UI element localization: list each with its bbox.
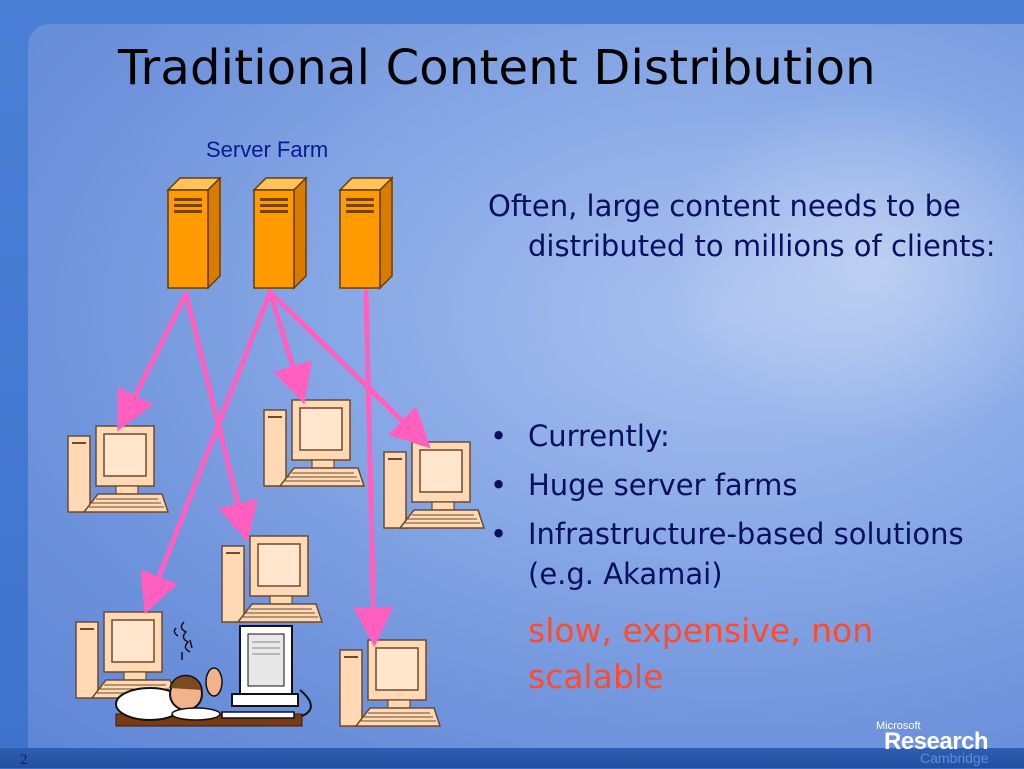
bullet-text: Infrastructure-based solutions (e.g. Aka… xyxy=(528,517,964,591)
logo-research: Research xyxy=(884,728,989,755)
slide-panel xyxy=(28,24,1024,748)
server-farm-label: Server Farm xyxy=(206,137,329,162)
arrow-server2-client5 xyxy=(140,289,273,614)
slide-title: Traditional Content Distribution xyxy=(118,40,876,96)
arrow-server1-client1 xyxy=(117,291,189,432)
arrow-server1-client4 xyxy=(183,291,258,543)
microsoft-research-logo: Microsoft Research Cambridge xyxy=(874,720,1024,768)
client-computer-6-icon xyxy=(339,639,441,727)
distribution-arrows xyxy=(117,289,431,647)
client-computer-5-icon xyxy=(75,611,177,699)
bullet-text: Currently: xyxy=(528,419,670,453)
bullet-item: • Infrastructure-based solutions (e.g. Ak… xyxy=(488,514,1008,594)
server-2-icon xyxy=(253,177,307,289)
bullet-dot-icon: • xyxy=(490,419,508,453)
client-computer-3-icon xyxy=(383,441,485,529)
bottom-bar xyxy=(0,748,1024,768)
background-glow xyxy=(668,84,1024,444)
bullet-list: • Currently: • Huge server farms • Infrastr… xyxy=(488,416,1008,603)
client-computer-1-icon xyxy=(67,425,169,513)
logo-microsoft: Microsoft xyxy=(876,720,921,732)
bullet-item: • Currently: xyxy=(488,416,1008,456)
client-computer-2-icon xyxy=(263,399,365,487)
bullet-dot-icon: • xyxy=(490,517,508,551)
content-area: Often, large content needs to be distrib… xyxy=(488,186,1008,591)
server-1-icon xyxy=(167,177,221,289)
server-3-icon xyxy=(339,177,393,289)
frustrated-user-clipart-icon xyxy=(115,621,312,727)
bullet-dot-icon: • xyxy=(490,468,508,502)
arrow-server2-client2 xyxy=(267,289,312,405)
arrow-server3-client6 xyxy=(353,289,394,647)
intro-paragraph: Often, large content needs to be distrib… xyxy=(488,189,996,263)
client-computer-4-icon xyxy=(221,535,323,623)
page-number: 2 xyxy=(20,752,28,768)
arrow-server2-client3 xyxy=(267,289,431,449)
logo-cambridge: Cambridge xyxy=(920,750,989,766)
bullet-text: Huge server farms xyxy=(528,468,798,502)
highlight-text: slow, expensive, non scalable xyxy=(528,611,874,696)
bullet-item: • Huge server farms xyxy=(488,465,1008,505)
